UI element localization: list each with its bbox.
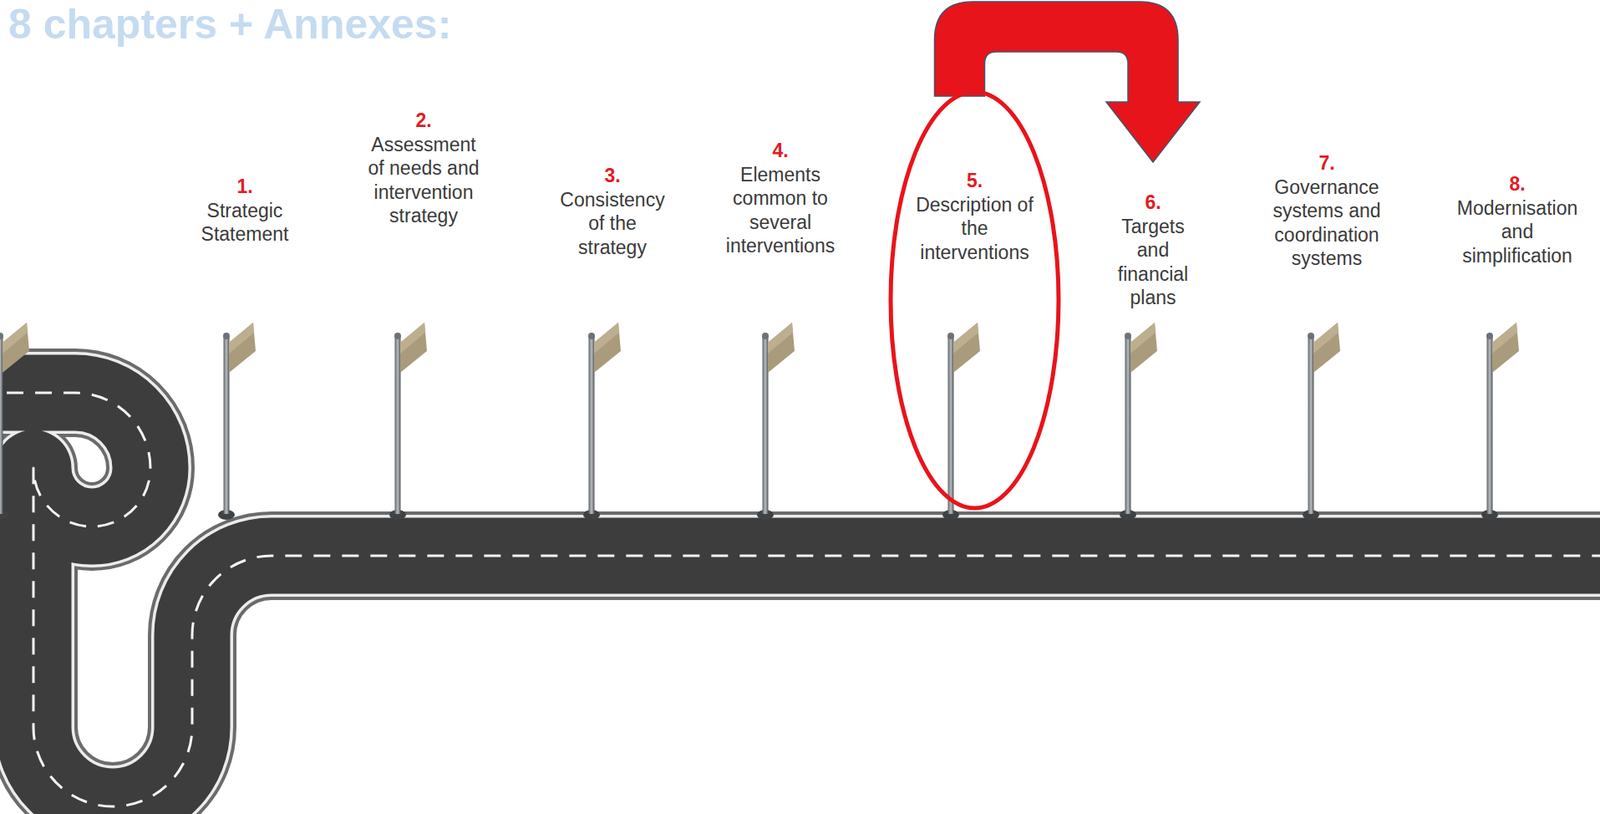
diagram-title: 8 chapters + Annexes: xyxy=(8,0,452,49)
flag-post xyxy=(1119,322,1158,520)
chapter-number: 8. xyxy=(1452,172,1583,197)
chapter-number: 7. xyxy=(1268,151,1386,176)
chapter-title: Modernisation and simplification xyxy=(1452,196,1583,269)
highlight-ellipse-node: 5.Description of the interventions xyxy=(888,89,1062,511)
chapter-title: Governance systems and coordination syst… xyxy=(1268,175,1386,271)
flag-post xyxy=(218,322,256,520)
chapter-node: 3.Consistency of the strategy xyxy=(555,133,670,260)
chapter-number: 5. xyxy=(915,168,1035,194)
ellipse-outline xyxy=(890,91,1059,508)
chapter-node: 1.Strategic Statement xyxy=(193,144,296,247)
chapter-title: Elements common to several interventions xyxy=(721,162,840,259)
chapter-node: 2.Assessment of needs and intervention s… xyxy=(367,78,480,229)
chapter-number: 4. xyxy=(721,138,840,163)
flag-post xyxy=(942,322,981,520)
chapter-title: Description of the interventions xyxy=(915,193,1035,265)
road-surface xyxy=(0,392,1600,807)
chapter-node: 6.Targets and financial plans xyxy=(1106,160,1200,310)
road-center-dashes xyxy=(0,392,1600,807)
flag-post xyxy=(0,322,30,520)
chapter-title: Targets and financial plans xyxy=(1106,214,1200,310)
flag-post xyxy=(1481,322,1519,520)
chapter-node: 8.Modernisation and simplification xyxy=(1452,142,1583,268)
flag-post xyxy=(756,322,795,520)
road-border-line xyxy=(0,392,1600,807)
chapter-number: 6. xyxy=(1106,190,1200,215)
chapter-title: Assessment of needs and intervention str… xyxy=(367,132,480,229)
chapter-title: Consistency of the strategy xyxy=(555,187,670,260)
chapter-title: Strategic Statement xyxy=(193,198,296,247)
curved-block-arrow xyxy=(934,1,1201,163)
flag-post xyxy=(1302,322,1341,520)
flag-post xyxy=(583,322,621,520)
road-edge xyxy=(0,392,1600,807)
chapter-number: 1. xyxy=(193,174,296,199)
chapter-node: 7.Governance systems and coordination sy… xyxy=(1268,121,1386,271)
highlight-ellipse xyxy=(888,89,1062,511)
chapter-number: 2. xyxy=(367,108,480,133)
flag-post xyxy=(389,322,427,520)
chapter-number: 3. xyxy=(555,163,670,188)
chapter-node: 4.Elements common to several interventio… xyxy=(721,108,840,259)
